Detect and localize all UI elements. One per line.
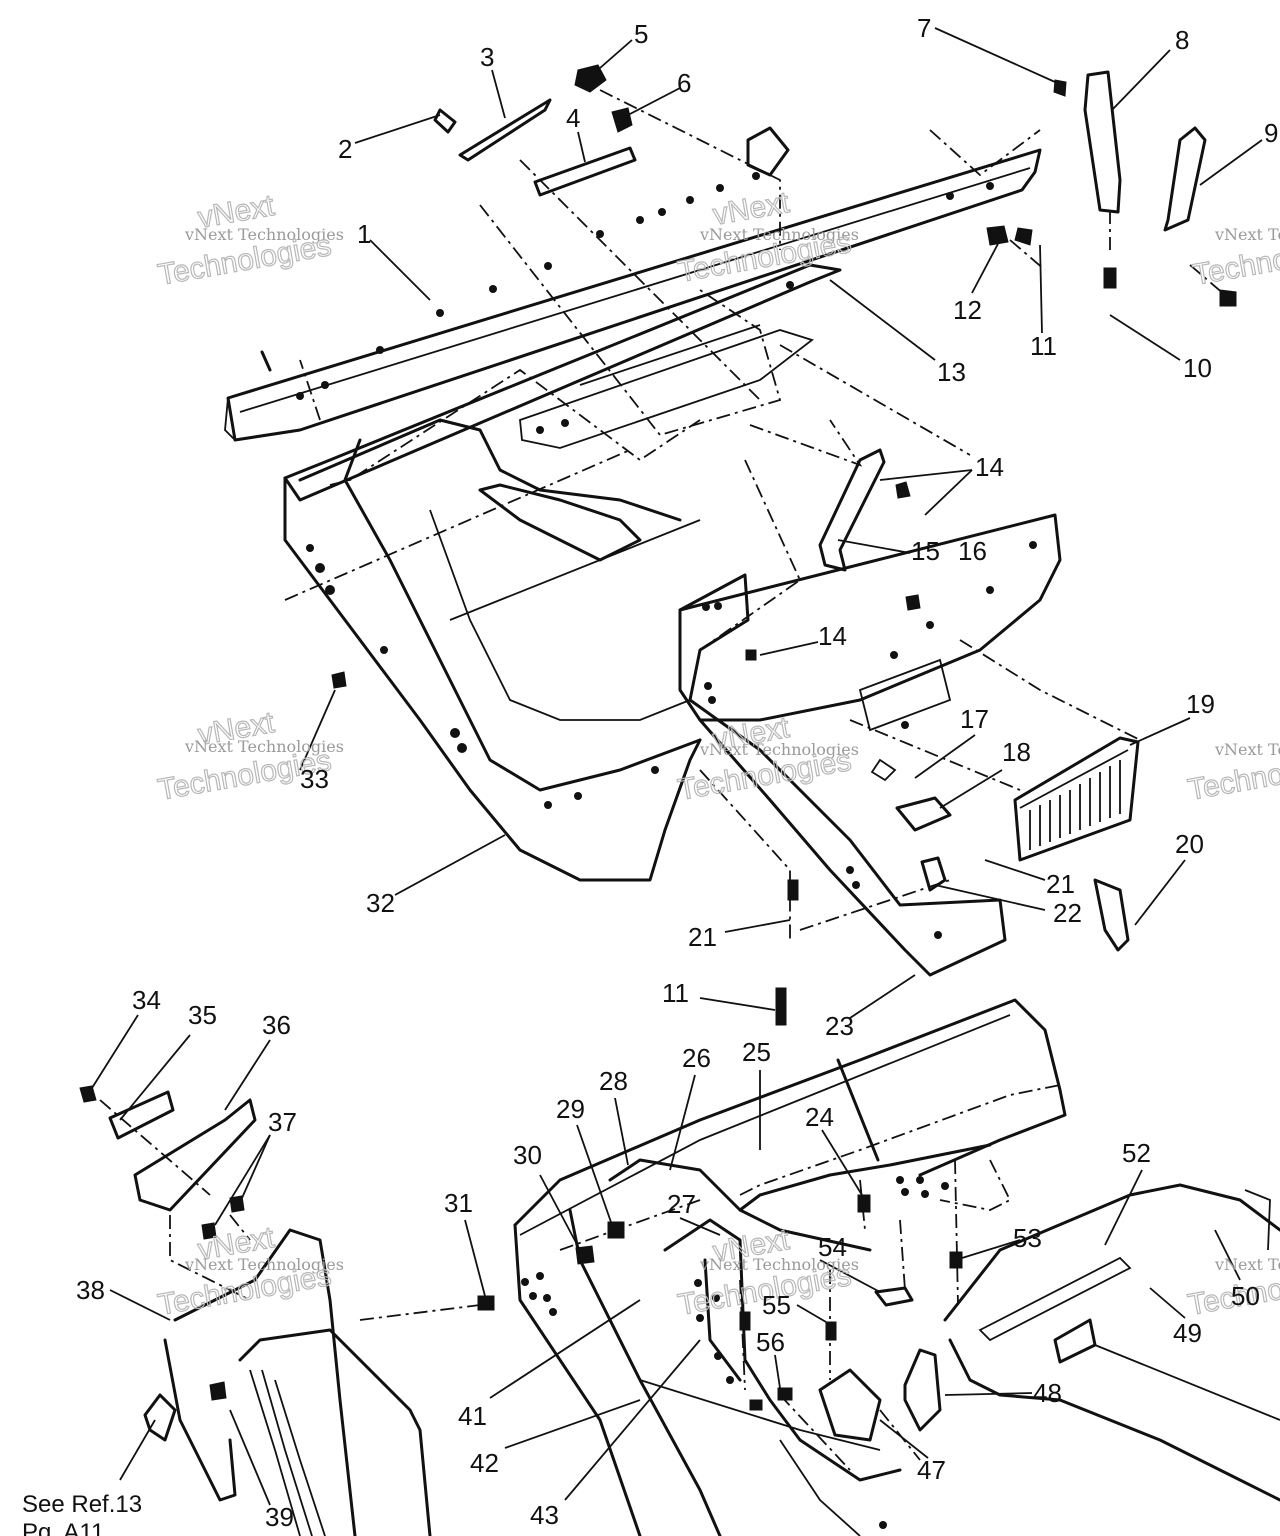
callout-39: 39 <box>265 1502 294 1532</box>
callout-41: 41 <box>458 1401 487 1431</box>
callout-42: 42 <box>470 1448 499 1478</box>
callout-49: 49 <box>1173 1318 1202 1348</box>
callout-31: 31 <box>444 1188 473 1218</box>
callout-labels: 1 2 3 4 5 6 7 8 9 10 11 12 13 14 15 16 1… <box>76 13 1278 1532</box>
callout-54: 54 <box>818 1232 847 1262</box>
right-fender-part <box>903 1183 1280 1502</box>
reference-note-line-1: See Ref.13 <box>22 1491 142 1518</box>
callout-19: 19 <box>1186 689 1215 719</box>
callout-21: 21 <box>1046 869 1075 899</box>
assembly-lines-lower <box>99 1099 959 1471</box>
watermark-small: vNext Technologies <box>699 740 859 759</box>
watermark-small: vNext Technologies <box>1214 225 1280 244</box>
watermark-small: vNext Technologies <box>1214 1255 1280 1274</box>
console-top-part <box>283 263 842 502</box>
callout-6: 6 <box>677 68 691 98</box>
callout-9: 9 <box>1264 118 1278 148</box>
callout-25: 25 <box>742 1037 771 1067</box>
callout-16: 16 <box>958 536 987 566</box>
callout-35: 35 <box>188 1000 217 1030</box>
watermark-small: vNext Technologies <box>699 1255 859 1274</box>
callout-14: 14 <box>975 452 1004 482</box>
callout-23: 23 <box>825 1011 854 1041</box>
callout-11: 11 <box>662 978 689 1008</box>
rail-part <box>224 148 1042 442</box>
holes-lower <box>521 1176 949 1529</box>
reference-note: See Ref.13 Pg. A11 <box>22 1491 142 1536</box>
callout-7: 7 <box>917 13 931 43</box>
callout-30: 30 <box>513 1140 542 1170</box>
callout-32: 32 <box>366 888 395 918</box>
callout-33: 33 <box>300 764 329 794</box>
callout-18: 18 <box>1002 737 1031 767</box>
watermark-small: vNext Technologies <box>184 1255 344 1274</box>
callout-28: 28 <box>599 1066 628 1096</box>
callout-22: 22 <box>1053 898 1082 928</box>
callout-52: 52 <box>1122 1138 1151 1168</box>
callout-14: 14 <box>818 621 847 651</box>
reference-note-line-2: Pg. A11 <box>22 1519 104 1536</box>
callout-11: 11 <box>1030 331 1057 361</box>
left-panel-part <box>108 1090 432 1536</box>
callout-15: 15 <box>911 536 940 566</box>
callout-10: 10 <box>1183 353 1212 383</box>
callout-53: 53 <box>1013 1223 1042 1253</box>
callout-43: 43 <box>530 1500 559 1530</box>
callout-21: 21 <box>688 922 717 952</box>
callout-1: 1 <box>357 219 371 249</box>
callout-37: 37 <box>268 1107 297 1137</box>
callout-5: 5 <box>634 19 648 49</box>
watermark-small: vNext Technologies <box>1214 740 1280 759</box>
callout-2: 2 <box>338 134 352 164</box>
callout-27: 27 <box>667 1189 696 1219</box>
callout-38: 38 <box>76 1275 105 1305</box>
watermark-small: vNext Technologies <box>184 225 344 244</box>
callout-36: 36 <box>262 1010 291 1040</box>
lower-bracket-part <box>639 1218 902 1536</box>
callout-12: 12 <box>953 295 982 325</box>
callout-50: 50 <box>1231 1281 1260 1311</box>
holes-upper <box>296 172 1037 939</box>
callout-24: 24 <box>805 1102 834 1132</box>
callout-4: 4 <box>566 103 580 133</box>
callout-56: 56 <box>756 1327 785 1357</box>
grille-part <box>1013 736 1140 862</box>
callout-13: 13 <box>937 357 966 387</box>
hardware-lower <box>79 1085 963 1411</box>
watermark-small: vNext Technologies <box>184 737 344 756</box>
watermark-small: vNext Technologies <box>699 225 859 244</box>
assembly-lines-upper <box>284 89 1226 940</box>
callout-17: 17 <box>960 704 989 734</box>
callout-20: 20 <box>1175 829 1204 859</box>
hood-body-part <box>283 418 702 882</box>
callout-3: 3 <box>480 42 494 72</box>
callout-55: 55 <box>762 1290 791 1320</box>
callout-34: 34 <box>132 985 161 1015</box>
callout-48: 48 <box>1033 1378 1062 1408</box>
watermark-group: vNext vNext Technologies Technologies vN… <box>155 185 1280 1322</box>
hardware-upper <box>331 64 1237 1026</box>
callout-26: 26 <box>682 1043 711 1073</box>
leader-lines <box>91 27 1280 1506</box>
callout-47: 47 <box>917 1455 946 1485</box>
callout-29: 29 <box>556 1094 585 1124</box>
callout-8: 8 <box>1175 25 1189 55</box>
